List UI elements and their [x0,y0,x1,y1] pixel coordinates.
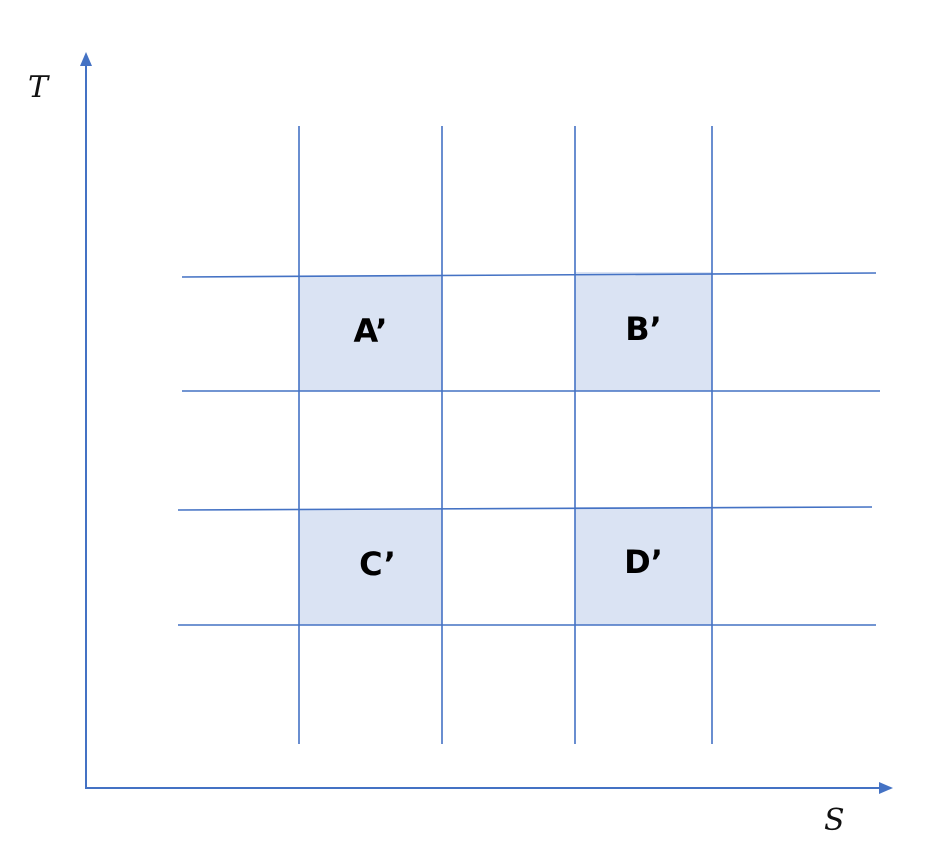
cell-label-b: B’ [625,310,662,348]
y-axis-label: T [28,70,49,105]
shaded-cell [575,272,712,391]
shaded-cells [299,272,712,625]
y-axis-arrow-icon [80,52,92,66]
cell-label-c: C’ [359,545,396,583]
cell-label-a: A’ [353,312,388,350]
x-axis-arrow-icon [879,782,893,794]
axes [80,52,893,794]
grid-lines [177,126,880,744]
cell-label-d: D’ [624,543,663,581]
x-axis-label: S [824,803,845,838]
shaded-cell [575,507,712,625]
horizontal-grid-line [177,506,873,511]
shaded-cell [299,509,442,625]
horizontal-grid-line [181,272,877,278]
shaded-cell [299,276,442,391]
